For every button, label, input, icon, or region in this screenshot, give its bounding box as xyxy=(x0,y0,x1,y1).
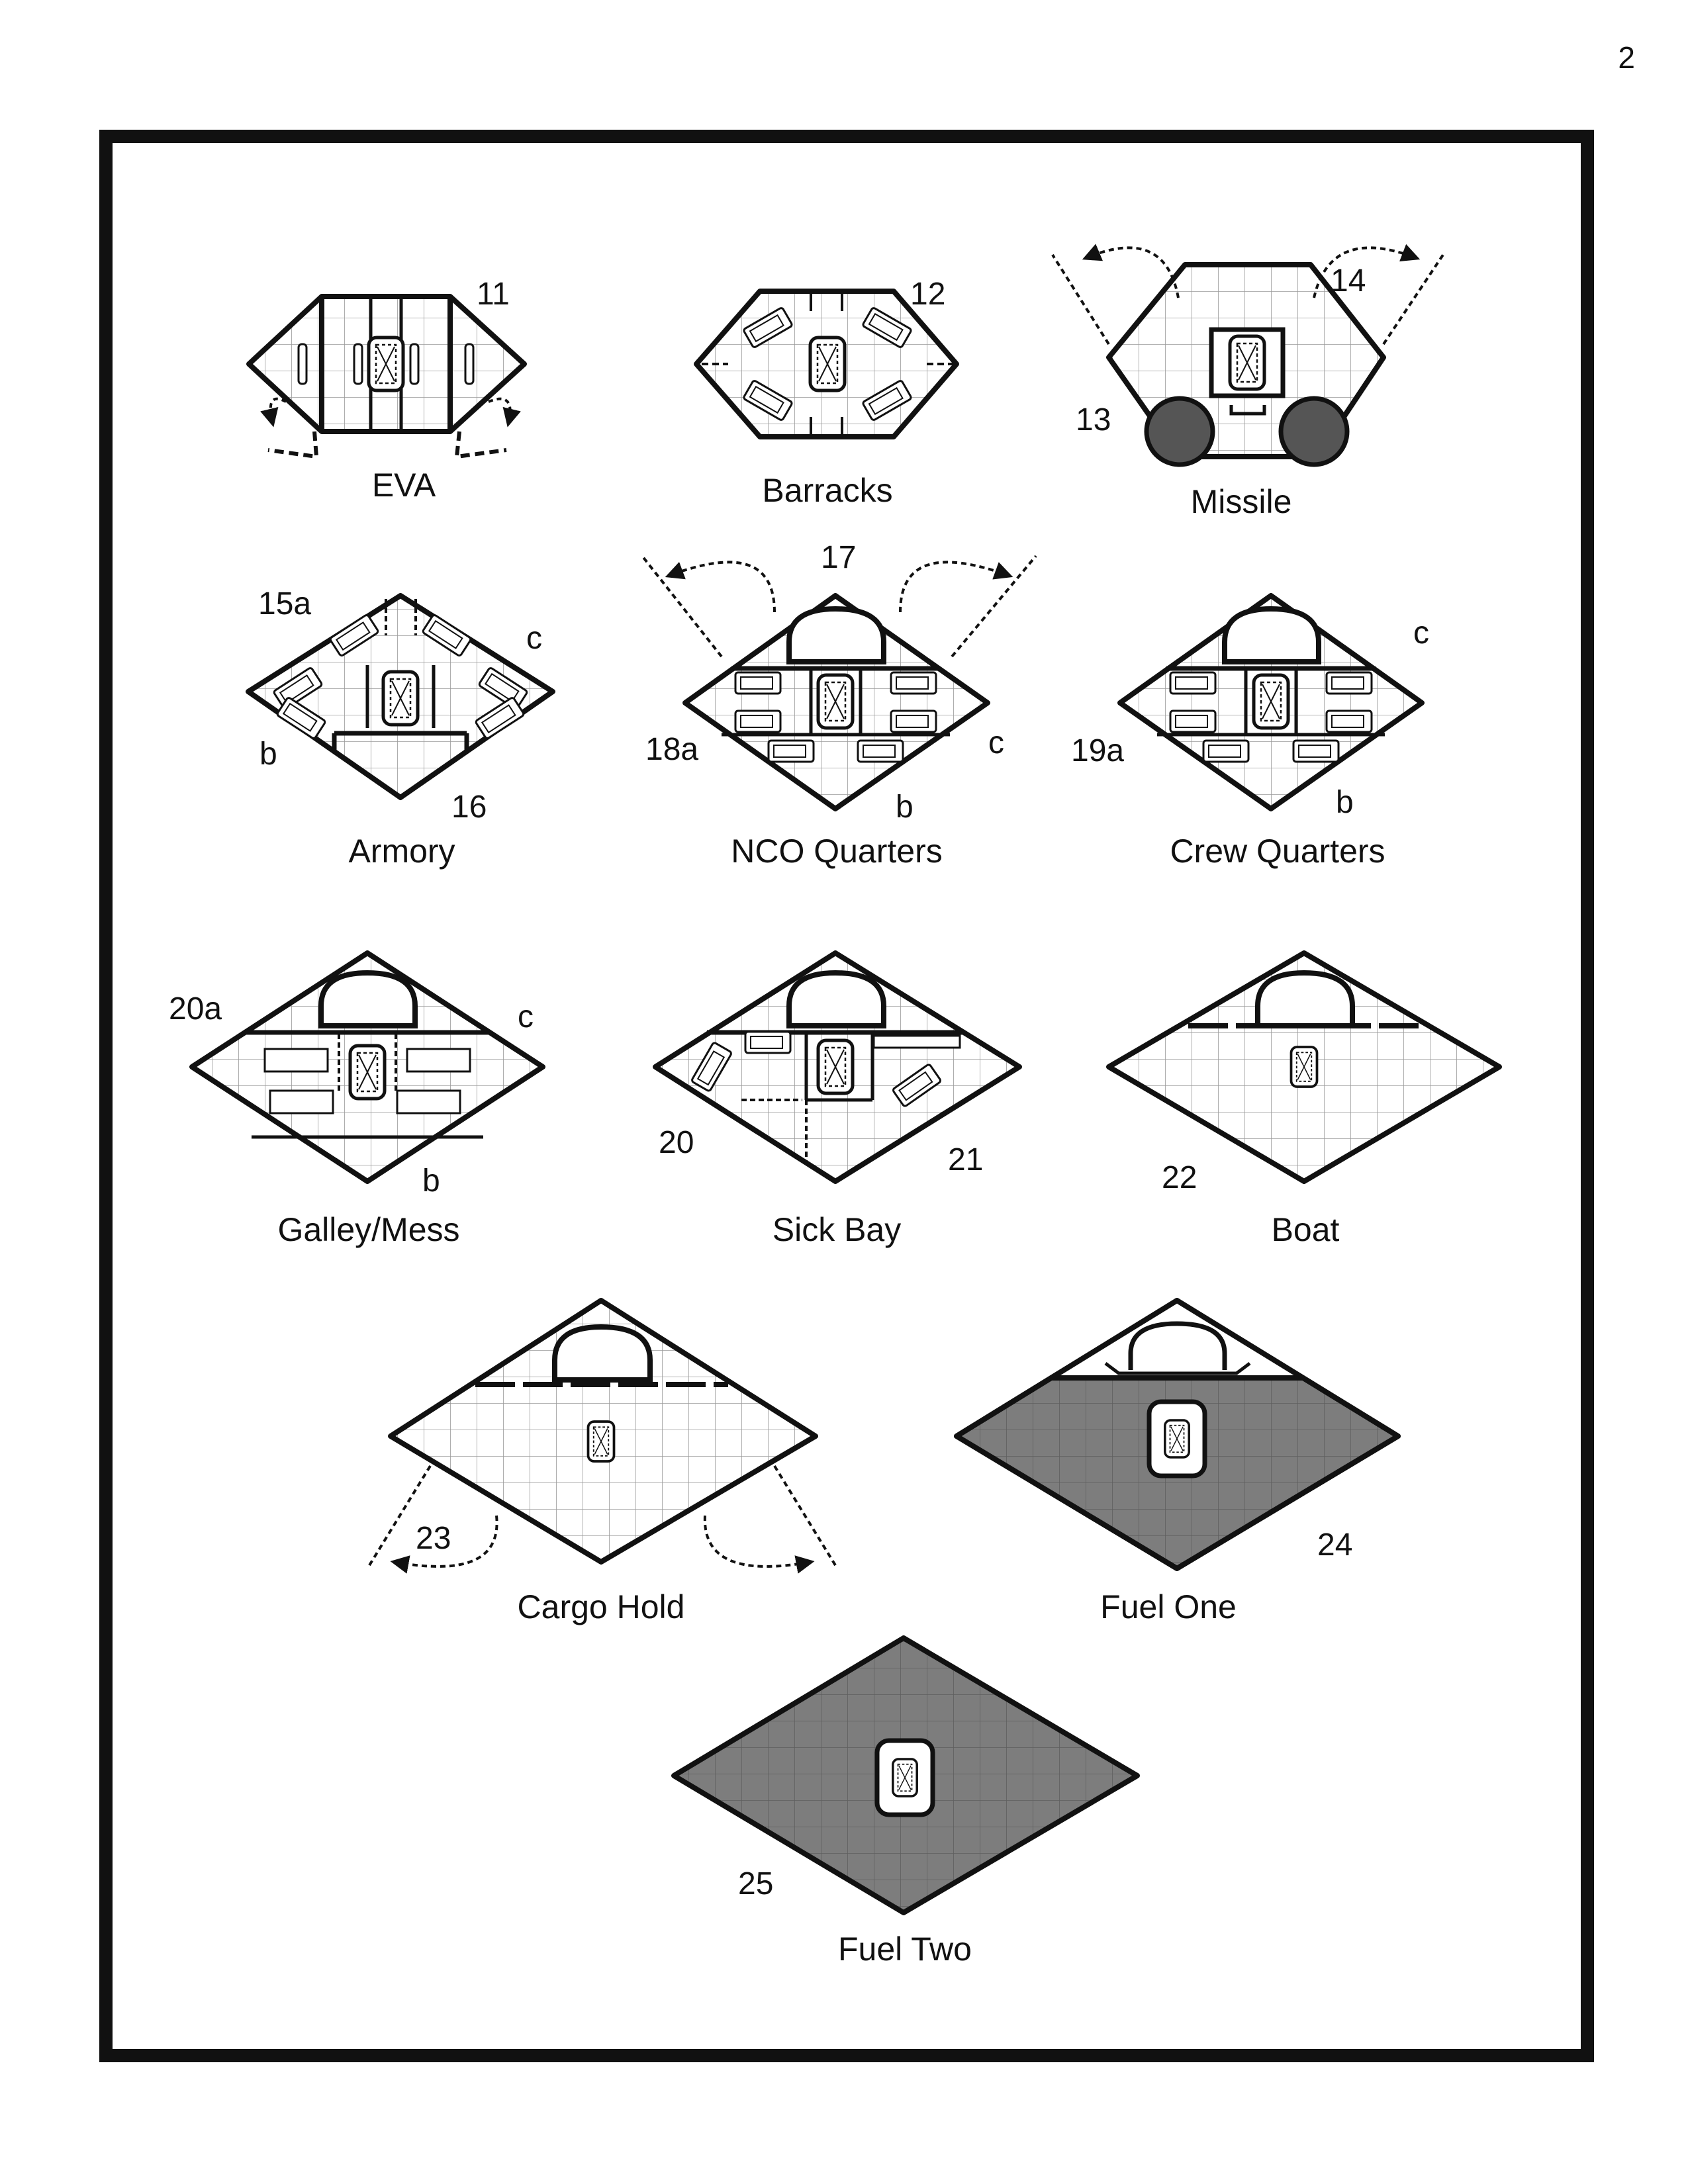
label-cargo-hold: Cargo Hold xyxy=(518,1588,685,1625)
label-crew-c: c xyxy=(1413,615,1429,651)
eva-section: 11 EVA xyxy=(246,277,527,504)
crew-quarters-section: c 19a b Crew Quarters xyxy=(1071,593,1429,870)
label-galley-b: b xyxy=(422,1163,440,1199)
label-23: 23 xyxy=(416,1521,451,1556)
label-18a: 18a xyxy=(645,732,698,767)
label-24: 24 xyxy=(1317,1527,1352,1563)
label-20a: 20a xyxy=(169,991,222,1026)
label-nco-b: b xyxy=(896,790,914,825)
label-13: 13 xyxy=(1076,402,1111,437)
galley-mess-section: 20a c b Galley/Mess xyxy=(169,950,545,1248)
label-galley-c: c xyxy=(518,999,534,1034)
label-fuel-one: Fuel One xyxy=(1100,1588,1237,1625)
label-galley-mess: Galley/Mess xyxy=(277,1211,459,1248)
nco-quarters-section: 17 18a c b NCO Quarters xyxy=(641,540,1037,870)
label-16: 16 xyxy=(451,790,487,825)
boat-section: 22 Boat xyxy=(1106,950,1502,1248)
label-boat: Boat xyxy=(1272,1211,1340,1248)
label-22: 22 xyxy=(1162,1160,1197,1195)
label-20: 20 xyxy=(659,1125,694,1160)
label-armory-b: b xyxy=(259,737,277,772)
label-sick-bay: Sick Bay xyxy=(773,1211,902,1248)
label-fuel-two: Fuel Two xyxy=(838,1931,972,1968)
label-25: 25 xyxy=(738,1866,773,1901)
fuel-one-section: 24 Fuel One xyxy=(954,1298,1401,1625)
label-14: 14 xyxy=(1331,263,1366,298)
page-number: 2 xyxy=(1618,40,1635,75)
label-21: 21 xyxy=(948,1142,983,1177)
label-barracks: Barracks xyxy=(762,472,892,509)
label-missile: Missile xyxy=(1191,483,1292,520)
label-15a: 15a xyxy=(258,586,311,621)
label-crew-quarters: Crew Quarters xyxy=(1170,833,1385,870)
label-11: 11 xyxy=(477,277,510,312)
sick-bay-section: 20 21 Sick Bay xyxy=(653,950,1022,1248)
label-17: 17 xyxy=(821,540,856,575)
barracks-section: 12 Barracks xyxy=(694,277,959,509)
label-nco-quarters: NCO Quarters xyxy=(731,833,943,870)
fuel-two-section: 25 Fuel Two xyxy=(671,1635,1140,1968)
label-crew-b: b xyxy=(1336,785,1354,820)
missile-section: 14 13 Missile xyxy=(1051,244,1444,520)
label-armory: Armory xyxy=(348,833,455,870)
label-armory-c: c xyxy=(526,621,542,656)
cargo-hold-section: 23 Cargo Hold xyxy=(366,1298,839,1625)
label-19a: 19a xyxy=(1071,733,1124,768)
label-12: 12 xyxy=(910,277,945,312)
label-nco-c: c xyxy=(988,725,1004,760)
label-eva: EVA xyxy=(372,467,436,504)
armory-section: 15a c b 16 Armory xyxy=(246,586,555,870)
